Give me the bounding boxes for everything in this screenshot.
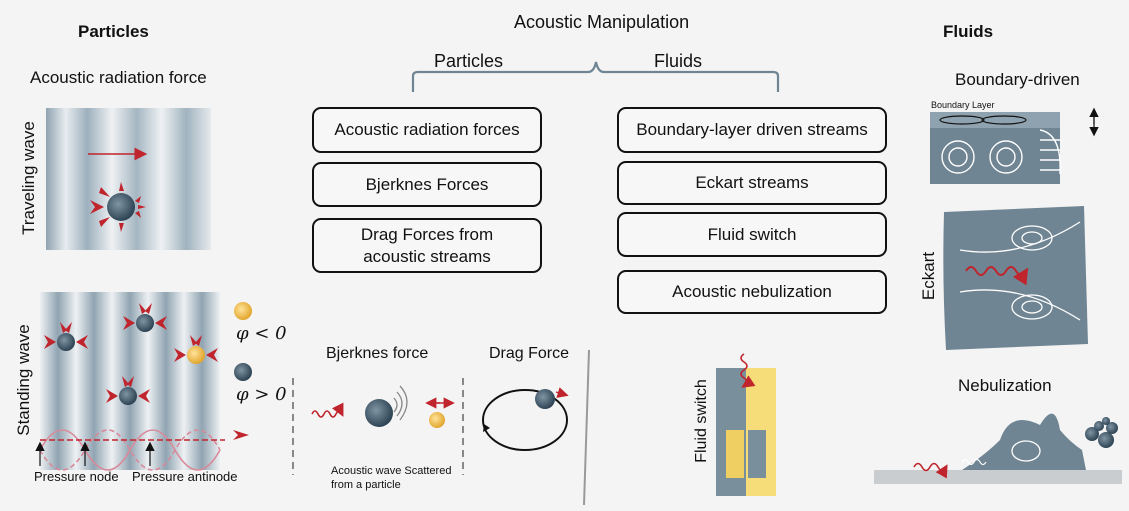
box-acoustic-nebulization: Acoustic nebulization (617, 270, 887, 314)
branch-particles-label: Particles (434, 51, 504, 71)
boundary-driven-title: Boundary-driven (955, 70, 1080, 89)
traveling-particle (107, 193, 135, 221)
boundary-layer-label: Boundary Layer (931, 100, 995, 110)
standing-wave-label: Standing wave (14, 324, 33, 436)
phi-positive-particle (234, 363, 252, 381)
bjerknes-small-particle (429, 412, 445, 428)
phi-negative-particle (234, 302, 252, 320)
box-fluid-switch: Fluid switch (617, 212, 887, 257)
bjerknes-force-title: Bjerknes force (326, 345, 429, 362)
top-brace (411, 61, 780, 92)
phi-positive-label: φ > 0 (236, 384, 287, 405)
box-acoustic-radiation-forces: Acoustic radiation forces (312, 107, 542, 153)
pressure-node-label: Pressure node (34, 469, 119, 484)
box-boundary-layer-streams: Boundary-layer driven streams (617, 107, 887, 153)
pressure-antinode-label: Pressure antinode (132, 469, 238, 484)
drag-force-title: Drag Force (489, 345, 570, 362)
nebulization-title: Nebulization (958, 376, 1052, 395)
nebulization-base (874, 470, 1122, 484)
eckart-panel (943, 206, 1088, 350)
acoustic-radiation-force-label: Acoustic radiation force (30, 68, 207, 87)
branch-fluids-label: Fluids (654, 51, 703, 71)
traveling-wave-label: Traveling wave (19, 121, 38, 235)
bjerknes-particle (365, 399, 393, 427)
diagram-title: Acoustic Manipulation (514, 12, 690, 32)
traveling-wave-panel (46, 108, 211, 250)
box-bjerknes-forces: Bjerknes Forces (312, 162, 542, 207)
center-divider (583, 349, 590, 506)
fluid-switch-label: Fluid switch (693, 379, 710, 463)
bjerknes-caption-line2: from a particle (331, 479, 401, 491)
drag-particle (535, 389, 555, 409)
box-eckart-streams: Eckart streams (617, 161, 887, 205)
box-drag-forces: Drag Forces from acoustic streams (312, 218, 542, 273)
eckart-label: Eckart (919, 251, 938, 301)
nebulization-plume (962, 413, 1086, 470)
phi-negative-label: φ < 0 (236, 323, 287, 344)
drag-orbit (482, 389, 568, 451)
bjerknes-caption-line1: Acoustic wave Scattered (331, 465, 452, 477)
left-heading: Particles (78, 22, 149, 41)
right-heading: Fluids (943, 22, 994, 41)
